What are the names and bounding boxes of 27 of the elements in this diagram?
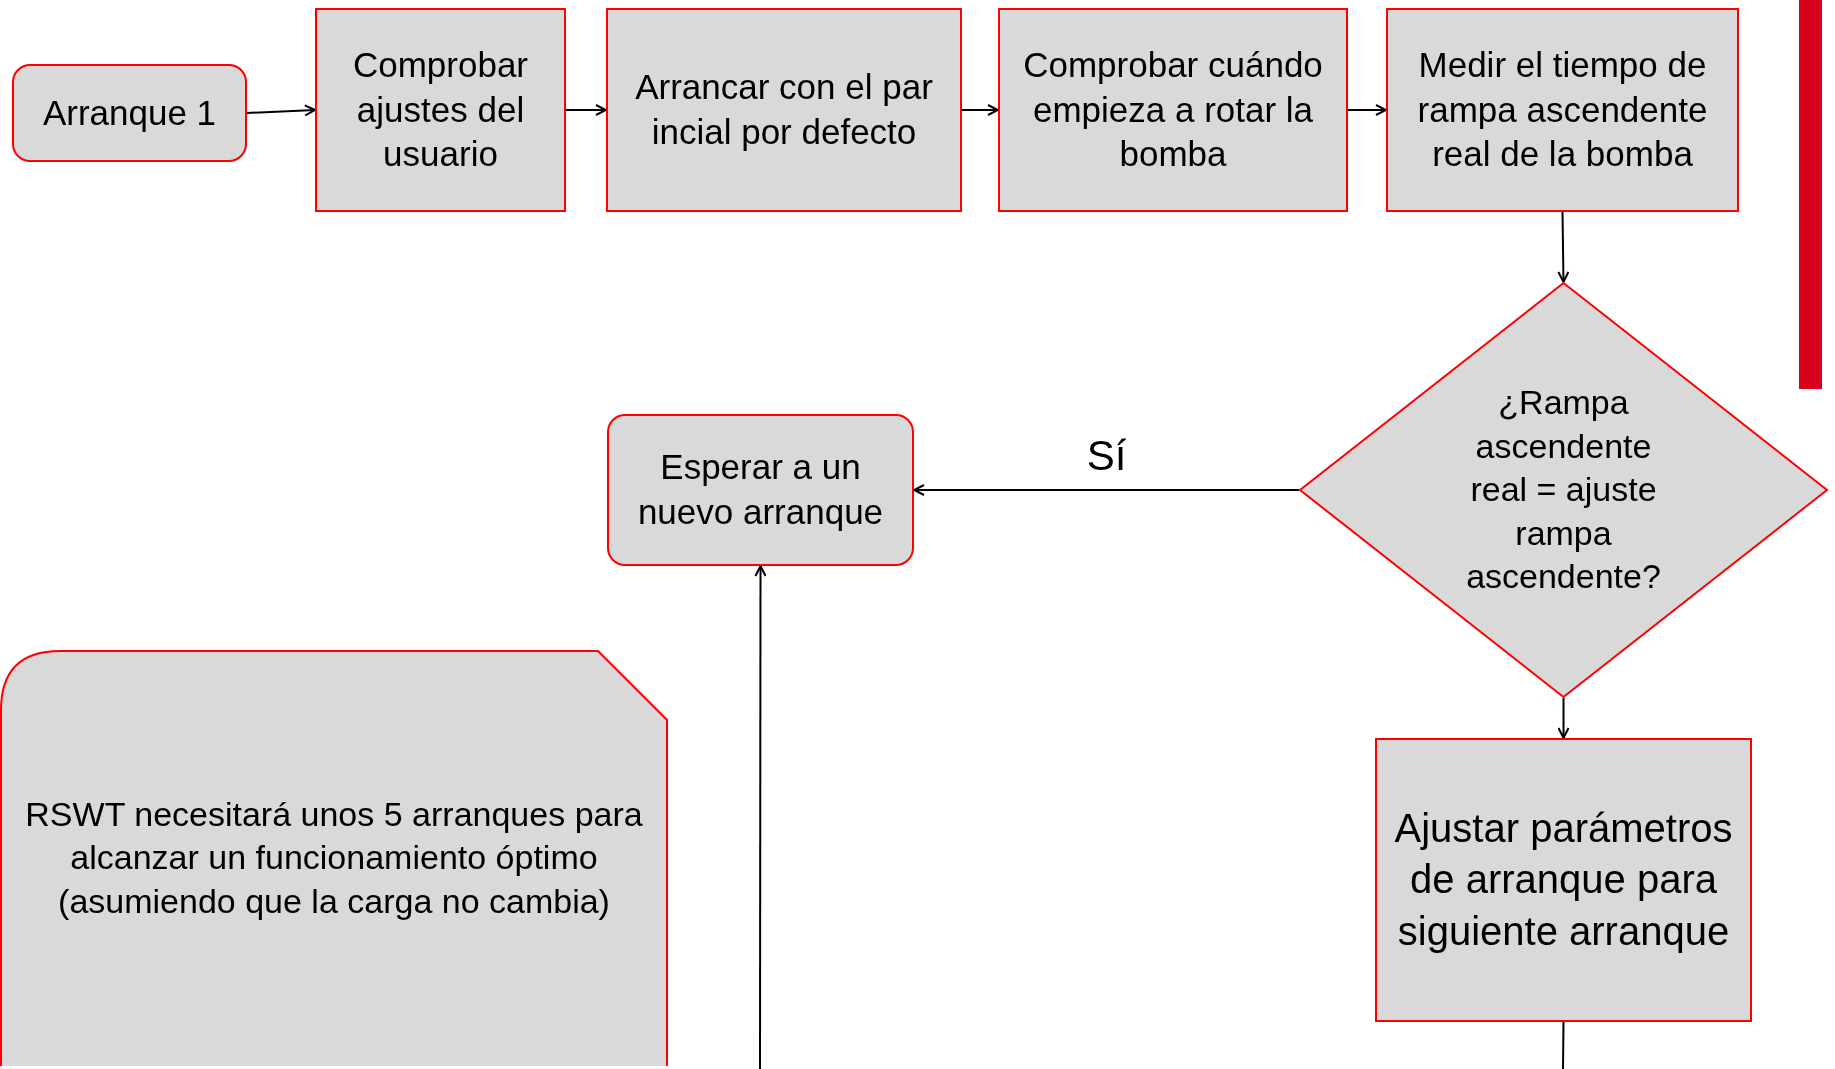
node-text: Arranque 1 <box>42 91 217 134</box>
process-box <box>1386 8 1739 212</box>
arrow <box>1557 211 1570 283</box>
arrow <box>1557 697 1570 739</box>
arrow <box>246 104 316 117</box>
process-box <box>315 8 566 212</box>
process-box <box>998 8 1348 212</box>
connector-line <box>1562 1021 1565 1069</box>
decision-diamond <box>1299 282 1828 698</box>
note-shape <box>0 650 668 1066</box>
arrow <box>913 484 1300 496</box>
node-text: Arrancar con el par incial por defecto <box>634 66 934 153</box>
node-text: Medir el tiempo de rampa ascendente real de la bomba <box>1416 43 1709 176</box>
node-text: Comprobar cuándo empieza a rotar la bomba <box>1022 43 1324 176</box>
process-box <box>606 8 962 212</box>
node-text: Ajustar parámetros de arranque para siguiente arranque <box>1393 805 1734 955</box>
node-text: ¿Rampa ascendente real = ajuste rampa ascendente? <box>1465 382 1662 598</box>
process-box <box>1375 738 1752 1022</box>
arrow <box>754 565 767 1069</box>
rounded-box <box>12 64 247 162</box>
arrow <box>1347 104 1387 116</box>
node-text: Comprobar ajustes del usuario <box>351 43 530 176</box>
rounded-box <box>607 414 914 566</box>
arrow <box>565 104 607 116</box>
node-text: RSWT necesitará unos 5 arranques para alcanzar un funcionamiento óptimo (asumiendo que la carga no cambia) <box>24 793 644 922</box>
node-text: Esperar a un nuevo arranque <box>636 446 885 533</box>
arrow <box>961 104 999 116</box>
